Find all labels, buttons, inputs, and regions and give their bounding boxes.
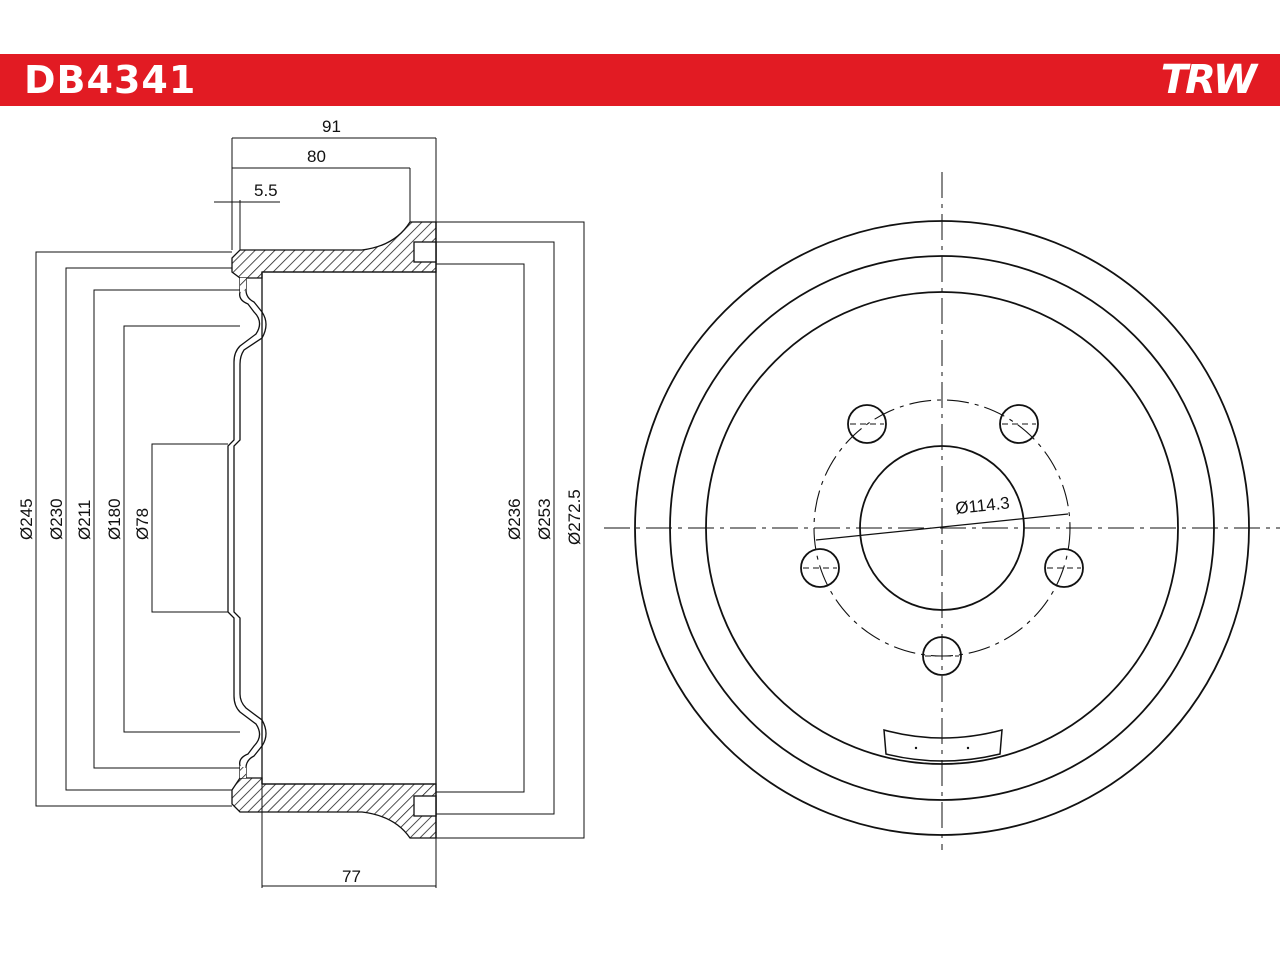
dim-line-245	[35, 251, 232, 807]
left-diameter-labels: Ø245 Ø230 Ø211 Ø180 Ø78	[17, 498, 152, 540]
stamp-plate	[883, 728, 1003, 762]
bolt-circle	[813, 399, 1071, 657]
center-bore	[859, 445, 1025, 611]
drum-bottom-wall-section	[231, 777, 437, 839]
bolt-circle-leader	[815, 513, 1069, 541]
hub-web-hatch-bottom	[240, 766, 246, 778]
dim-line-230	[65, 267, 232, 791]
dim-line-272	[436, 221, 585, 839]
bolt-hole-3	[1044, 548, 1084, 588]
front-view	[604, 172, 1280, 850]
bolt-hole-4	[800, 548, 840, 588]
right-diameter-labels: Ø236 Ø253 Ø272.5	[505, 489, 584, 545]
hub-web-profile-inner	[233, 278, 267, 778]
right-diameter-dimensions	[436, 221, 585, 839]
label-d253: Ø253	[535, 498, 554, 540]
bottom-depth-dimension	[261, 784, 437, 888]
rim-groove-top	[413, 241, 437, 263]
braking-surface-circle	[705, 291, 1179, 765]
rim-inner-circle	[669, 255, 1215, 801]
trw-logo: TRW	[1160, 57, 1257, 103]
bolt-hole-1	[847, 404, 887, 444]
label-width-91: 91	[322, 117, 341, 136]
label-d211: Ø211	[75, 500, 94, 540]
left-diameter-dimensions	[35, 251, 240, 807]
label-flange-5-5: 5.5	[254, 181, 278, 200]
bolt-hole-5	[922, 636, 962, 676]
hub-web-profile-outer	[227, 278, 261, 778]
dim-line-236	[436, 263, 525, 793]
label-d180: Ø180	[105, 498, 124, 540]
label-d272-5: Ø272.5	[565, 489, 584, 545]
dim-line-180	[123, 325, 240, 733]
header-bar: DB4341 TRW	[0, 54, 1280, 106]
label-width-80: 80	[307, 147, 326, 166]
label-d78: Ø78	[133, 508, 152, 540]
label-depth-77: 77	[342, 867, 361, 886]
label-d245: Ø245	[17, 498, 36, 540]
label-bolt-circle: Ø114.3	[954, 493, 1010, 518]
outer-rim-circle	[634, 220, 1250, 836]
part-number-title: DB4341	[24, 58, 197, 102]
rim-groove-bottom	[413, 795, 437, 817]
side-section-view	[227, 221, 437, 839]
label-d236: Ø236	[505, 498, 524, 540]
dim-line-211	[93, 289, 240, 769]
dim-line-253	[436, 241, 555, 815]
hub-web-hatch-top	[240, 278, 246, 292]
bolt-hole-2	[999, 404, 1039, 444]
top-width-dimensions	[214, 137, 437, 250]
dim-line-78	[151, 443, 228, 613]
label-d230: Ø230	[47, 498, 66, 540]
drum-top-wall-section	[231, 221, 437, 279]
